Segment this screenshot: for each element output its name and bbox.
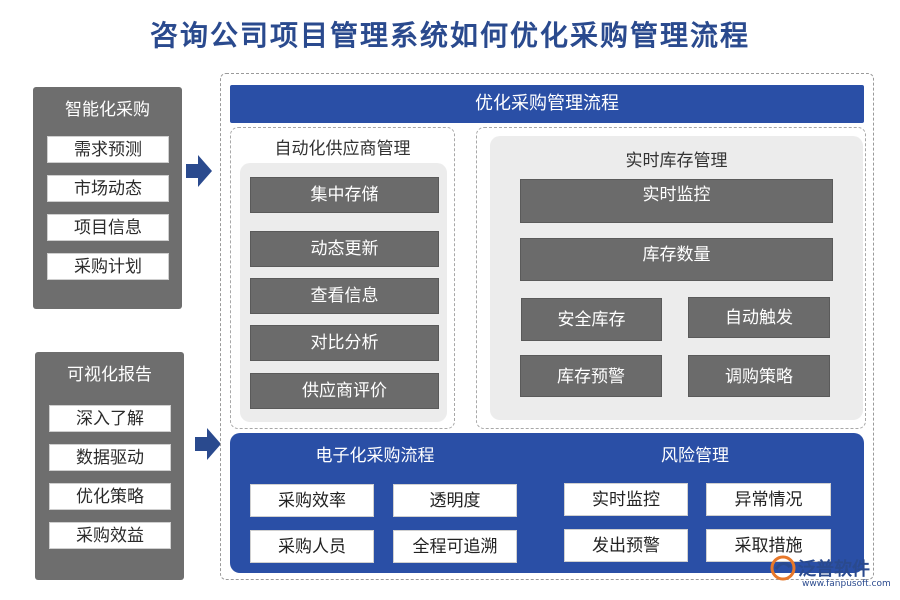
- smart-procurement-title: 智能化采购: [65, 100, 150, 120]
- arrow-right-icon: [186, 155, 212, 187]
- risk-item-take-measures: 采取措施: [706, 529, 831, 562]
- risk-item-realtime-monitor: 实时监控: [564, 483, 688, 516]
- arrow-right-icon: [195, 428, 221, 460]
- logo-url: www.fanpusoft.com: [802, 579, 891, 589]
- logo-icon: [770, 555, 796, 581]
- risk-title: 风险管理: [661, 446, 729, 466]
- visual-report-panel: 可视化报告 深入了解 数据驱动 优化策略 采购效益: [35, 352, 184, 580]
- smart-item-market-dynamics: 市场动态: [47, 175, 169, 202]
- main-header: 优化采购管理流程: [230, 85, 864, 123]
- eprocure-title: 电子化采购流程: [315, 446, 435, 466]
- eprocure-item-efficiency: 采购效率: [250, 484, 374, 517]
- company-logo: 泛普软件 www.fanpusoft.com: [770, 553, 895, 598]
- smart-procurement-panel: 智能化采购 需求预测 市场动态 项目信息 采购计划: [33, 87, 182, 309]
- visual-item-procurement-benefit: 采购效益: [49, 522, 171, 549]
- visual-report-title: 可视化报告: [67, 365, 152, 385]
- eprocure-item-transparency: 透明度: [393, 484, 517, 517]
- inventory-item-safety-stock: 安全库存: [521, 298, 662, 341]
- inventory-management-frame: [476, 127, 866, 429]
- risk-item-issue-alert: 发出预警: [564, 529, 688, 562]
- main-frame: [220, 73, 874, 580]
- inventory-item-stock-alert: 库存预警: [520, 355, 662, 397]
- supplier-item-view-info: 查看信息: [250, 278, 439, 314]
- inventory-item-realtime-monitor: 实时监控: [520, 179, 833, 223]
- visual-item-data-driven: 数据驱动: [49, 444, 171, 471]
- smart-item-procurement-plan: 采购计划: [47, 253, 169, 280]
- smart-item-project-info: 项目信息: [47, 214, 169, 241]
- page-title: 咨询公司项目管理系统如何优化采购管理流程: [149, 19, 750, 52]
- inventory-item-auto-trigger: 自动触发: [688, 297, 830, 338]
- inventory-management-title: 实时库存管理: [625, 151, 728, 171]
- risk-item-anomaly: 异常情况: [706, 483, 831, 516]
- visual-item-optimize-strategy: 优化策略: [49, 483, 171, 510]
- supplier-management-frame: [230, 127, 455, 429]
- eprocure-item-traceable: 全程可追溯: [393, 530, 517, 563]
- visual-item-deep-understanding: 深入了解: [49, 405, 171, 432]
- supplier-management-title: 自动化供应商管理: [274, 139, 411, 159]
- supplier-item-supplier-evaluation: 供应商评价: [250, 373, 439, 409]
- logo-name: 泛普软件: [798, 559, 870, 580]
- inventory-item-transfer-strategy: 调购策略: [688, 355, 830, 397]
- supplier-item-central-storage: 集中存储: [250, 177, 439, 213]
- inventory-item-stock-quantity: 库存数量: [520, 238, 833, 281]
- eprocure-item-personnel: 采购人员: [250, 530, 374, 563]
- smart-item-demand-forecast: 需求预测: [47, 136, 169, 163]
- supplier-item-compare-analysis: 对比分析: [250, 325, 439, 361]
- supplier-item-dynamic-update: 动态更新: [250, 231, 439, 267]
